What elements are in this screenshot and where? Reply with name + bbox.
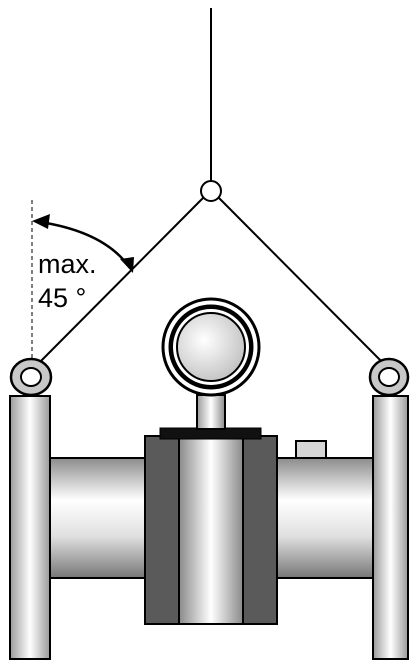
right-flange [372, 395, 409, 660]
annotation-angle-value: 45 ° [38, 283, 86, 313]
left-sling [31, 197, 204, 371]
left-flange [9, 395, 51, 660]
transmitter-display-face [176, 312, 246, 382]
top-shackle-ring [200, 180, 222, 202]
sensor-body-left-block [144, 435, 180, 625]
angle-arrow-left [32, 214, 50, 229]
sensor-measuring-tube [178, 435, 244, 625]
sensor-body-right-block [242, 435, 278, 625]
left-lifting-eye-hole [20, 367, 42, 387]
annotation-max-label: max. [38, 249, 97, 279]
right-sling [218, 197, 391, 371]
angle-arrow-right [120, 257, 134, 273]
right-lifting-eye-hole [378, 367, 400, 387]
transmitter-neck [196, 394, 226, 430]
left-pipe-section [49, 457, 148, 579]
terminal-box [295, 440, 327, 459]
right-pipe-section [276, 457, 374, 579]
